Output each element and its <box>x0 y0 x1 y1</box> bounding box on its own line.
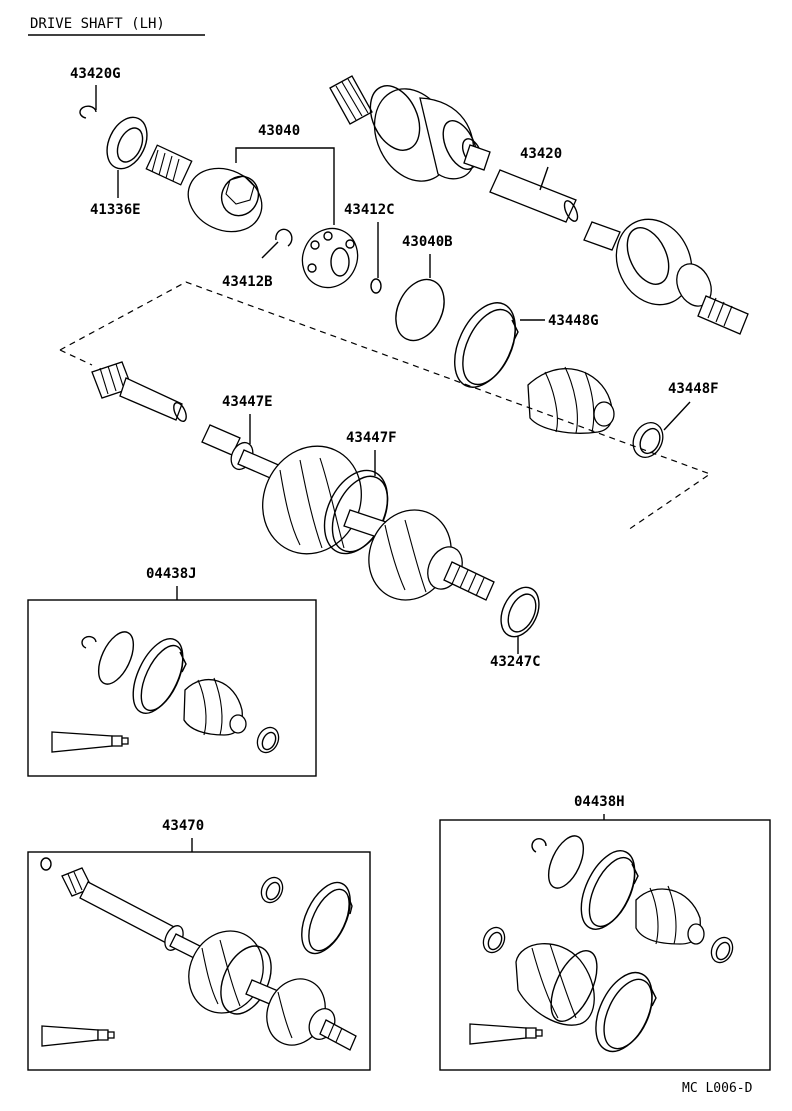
svg-text:43420: 43420 <box>520 146 562 162</box>
svg-text:43470: 43470 <box>162 818 204 834</box>
title-text: DRIVE SHAFT (LH) <box>30 16 165 32</box>
svg-text:43412C: 43412C <box>344 202 395 218</box>
middle-shaft-assembly: 43447E 43447F <box>91 361 495 601</box>
part-43040-outboard-joint: 43040 <box>145 123 335 233</box>
svg-text:43448F: 43448F <box>668 381 719 397</box>
svg-text:41336E: 41336E <box>90 202 141 218</box>
part-boot <box>527 366 615 434</box>
svg-text:43040: 43040 <box>258 123 300 139</box>
part-43448g-band: 43448G <box>454 302 599 388</box>
svg-text:04438H: 04438H <box>574 794 625 810</box>
svg-text:43040B: 43040B <box>402 234 453 250</box>
grease-tube-icon <box>41 1025 99 1047</box>
svg-text:43412B: 43412B <box>222 274 273 290</box>
part-43412c-clip: 43412C <box>344 202 395 294</box>
svg-text:43447E: 43447E <box>222 394 273 410</box>
kit-43470: 43470 <box>27 818 371 1071</box>
svg-text:43448G: 43448G <box>548 313 599 329</box>
svg-text:43420G: 43420G <box>70 66 121 82</box>
part-43420g-snap-ring: 43420G <box>70 66 121 119</box>
grease-tube-icon <box>469 1023 527 1045</box>
part-43247c-deflector: 43247C <box>490 586 541 670</box>
svg-text:04438J: 04438J <box>146 566 197 582</box>
assembly-dashed-outline <box>59 281 712 531</box>
svg-text:43247C: 43247C <box>490 654 541 670</box>
part-inner-race <box>301 227 359 289</box>
part-41336e-deflector: 41336E <box>90 116 148 218</box>
kit-04438j: 04438J <box>27 566 317 777</box>
part-43448f-clamp: 43448F <box>632 381 719 459</box>
drawing-code: MC L006-D <box>682 1081 753 1096</box>
part-43040b-ring: 43040B <box>395 234 453 342</box>
grease-tube-icon <box>51 731 113 753</box>
part-43412b-circlip: 43412B <box>222 228 293 290</box>
kit-04438h: 04438H <box>439 794 771 1071</box>
part-43420-shaft-assembly: 43420 <box>329 75 749 335</box>
diagram-title: DRIVE SHAFT (LH) <box>28 16 205 36</box>
svg-text:43447F: 43447F <box>346 430 397 446</box>
